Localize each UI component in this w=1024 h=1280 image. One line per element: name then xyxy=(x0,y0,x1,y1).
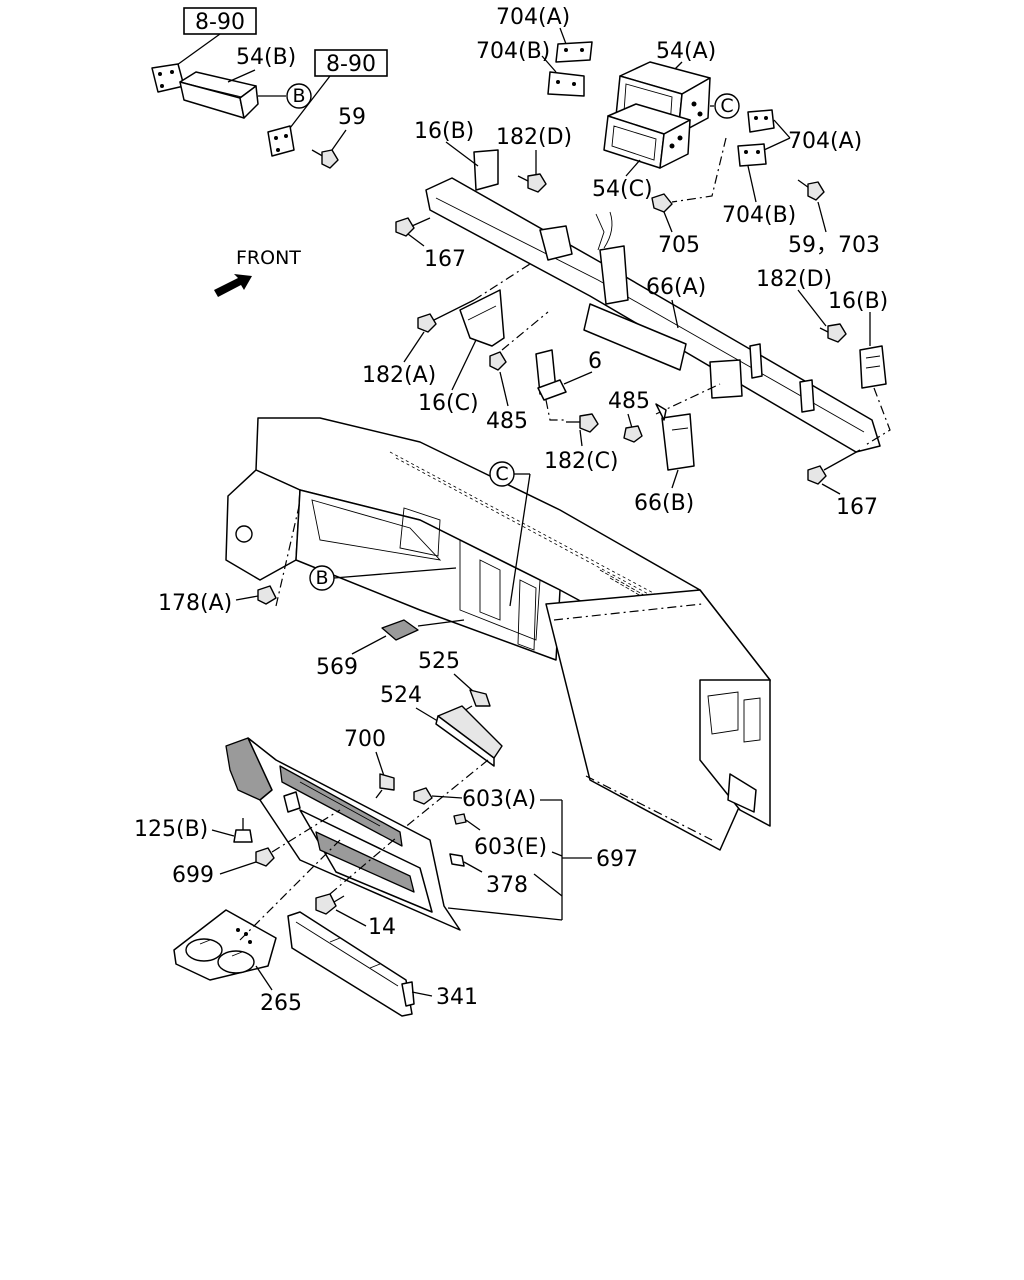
callout-16c: 16(C) xyxy=(418,391,479,416)
bolt-167-left-icon xyxy=(395,217,431,237)
callout-569: 569 xyxy=(316,655,358,680)
svg-text:B: B xyxy=(315,567,328,589)
callout-697: 697 xyxy=(596,847,638,872)
nut-485-right-icon xyxy=(623,425,643,443)
clip-603e-icon xyxy=(453,813,467,825)
clip-125b-icon xyxy=(233,818,253,843)
screw-603a-icon xyxy=(413,787,433,805)
screw-59-icon xyxy=(311,149,339,169)
instrument-panel-icon xyxy=(225,417,771,851)
screw-14-icon xyxy=(315,893,345,915)
bracket-part-icon xyxy=(151,63,185,93)
screw-59-703-icon xyxy=(797,179,825,201)
bolt-167-right-icon xyxy=(807,449,861,485)
circle-ref-c-dashboard[interactable]: C xyxy=(489,461,515,487)
ref-box-8-90-right[interactable]: 8-90 xyxy=(314,49,388,77)
cross-member-beam-icon xyxy=(425,149,881,453)
callout-485-right: 485 xyxy=(608,389,650,414)
bracket-704-right-icon xyxy=(737,109,775,167)
bracket-small-icon xyxy=(267,125,295,157)
svg-text:8-90: 8-90 xyxy=(195,10,245,35)
callout-167-left: 167 xyxy=(424,247,466,272)
callout-59-703: 59，703 xyxy=(788,233,880,258)
pad-378-icon xyxy=(449,853,465,867)
callout-167-right: 167 xyxy=(836,495,878,520)
circle-ref-b-top[interactable]: B xyxy=(286,83,312,109)
screw-705-icon xyxy=(651,193,673,213)
callout-182a: 182(A) xyxy=(362,363,436,388)
clip-569-icon xyxy=(381,619,419,641)
callout-704b-top: 704(B) xyxy=(476,39,550,64)
callout-699: 699 xyxy=(172,863,214,888)
callout-485-left: 485 xyxy=(486,409,528,434)
bolt-182c-icon xyxy=(566,413,599,433)
callout-178a: 178(A) xyxy=(158,591,232,616)
bracket-6-icon xyxy=(535,349,567,401)
callout-16b-right: 16(B) xyxy=(828,289,888,314)
clip-700-icon xyxy=(375,773,395,799)
callout-54c: 54(C) xyxy=(592,177,653,202)
callout-704b-right: 704(B) xyxy=(722,203,796,228)
circle-ref-c-top[interactable]: C xyxy=(714,93,740,119)
front-arrow-icon xyxy=(214,274,252,297)
callout-16b-left: 16(B) xyxy=(414,119,474,144)
bolt-182a-icon xyxy=(417,299,475,333)
ref-box-8-90-left[interactable]: 8-90 xyxy=(183,7,257,35)
callout-66b: 66(B) xyxy=(634,491,694,516)
svg-text:B: B xyxy=(292,85,305,107)
clip-178a-icon xyxy=(257,585,277,605)
lower-panel-697-icon xyxy=(225,737,461,931)
callout-182c: 182(C) xyxy=(544,449,619,474)
callout-182d-right: 182(D) xyxy=(756,267,832,292)
callout-525: 525 xyxy=(418,649,460,674)
callout-14: 14 xyxy=(368,915,396,940)
callout-704a-right: 704(A) xyxy=(788,129,862,154)
bracket-16c-icon xyxy=(459,289,505,347)
circle-ref-b-dashboard[interactable]: B xyxy=(309,565,335,591)
callout-524: 524 xyxy=(380,683,422,708)
svg-text:C: C xyxy=(495,463,508,485)
clip-699-icon xyxy=(255,847,275,867)
front-label: FRONT xyxy=(236,247,301,269)
svg-text:C: C xyxy=(720,95,733,117)
bracket-704-top-icon xyxy=(547,41,593,97)
callout-59: 59 xyxy=(338,105,366,130)
callout-341: 341 xyxy=(436,985,478,1010)
callout-125b: 125(B) xyxy=(134,817,208,842)
callout-700: 700 xyxy=(344,727,386,752)
glove-box-lid-341-icon xyxy=(287,911,415,1017)
callout-704a-top: 704(A) xyxy=(496,5,570,30)
part-54c-housing-icon xyxy=(603,103,691,169)
callout-182d-top: 182(D) xyxy=(496,125,572,150)
bracket-16b-right-icon xyxy=(859,345,887,389)
part-54b-tray-icon xyxy=(179,71,259,119)
callout-6: 6 xyxy=(588,349,602,374)
callout-378: 378 xyxy=(486,873,528,898)
callout-54a: 54(A) xyxy=(656,39,716,64)
svg-text:8-90: 8-90 xyxy=(326,52,376,77)
callout-603a: 603(A) xyxy=(462,787,536,812)
clip-525-icon xyxy=(461,689,491,713)
part-524-icon xyxy=(435,705,503,767)
callout-603e: 603(E) xyxy=(474,835,547,860)
nut-485-left-icon xyxy=(489,351,507,371)
bracket-66b-icon xyxy=(655,403,695,471)
bolt-182d-top-icon xyxy=(517,173,547,193)
cup-holder-265-icon xyxy=(173,909,277,981)
callout-54b: 54(B) xyxy=(236,45,296,70)
callout-66a: 66(A) xyxy=(646,275,706,300)
callout-705: 705 xyxy=(658,233,700,258)
callout-265: 265 xyxy=(260,991,302,1016)
bolt-182d-right-icon xyxy=(819,323,847,343)
